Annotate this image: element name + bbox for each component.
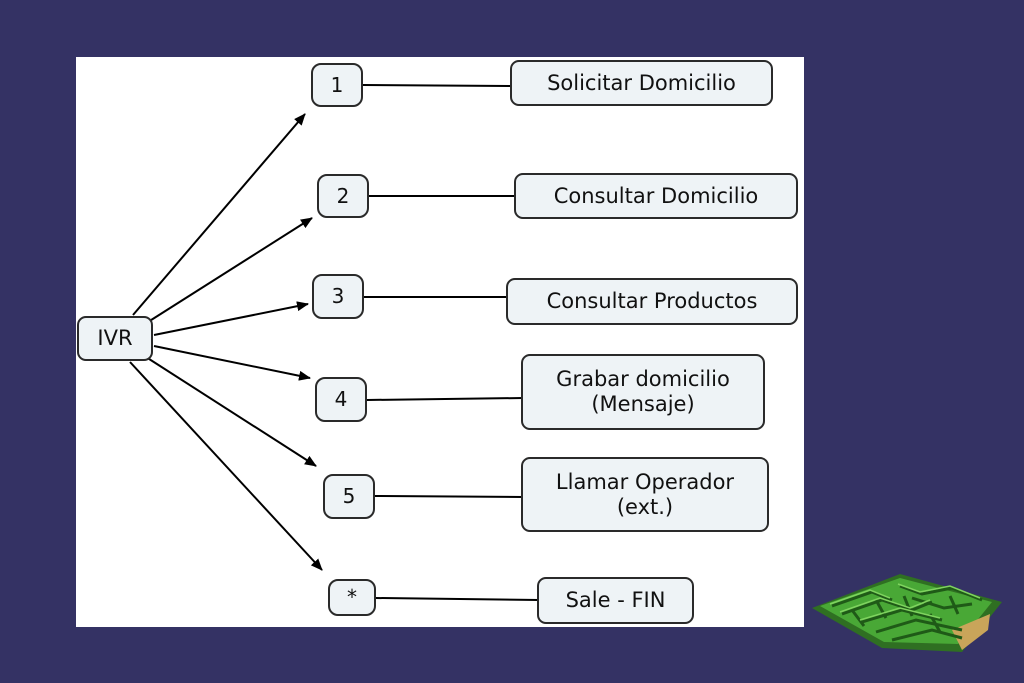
root-node-ivr: IVR — [77, 316, 153, 361]
key-node-5: 5 — [323, 474, 375, 519]
key-node-star: * — [328, 579, 376, 616]
arrow-ivr-to-1 — [132, 113, 306, 316]
connector-5 — [374, 495, 524, 498]
connector-1 — [362, 84, 513, 87]
arrow-ivr-to-star — [129, 361, 323, 571]
arrow-ivr-to-2 — [147, 217, 313, 323]
diagram-panel — [76, 57, 804, 627]
key-node-1: 1 — [311, 63, 363, 107]
key-node-4: 4 — [315, 377, 367, 422]
action-node-llamar-operador: Llamar Operador (ext.) — [521, 457, 769, 532]
action-node-consultar-domicilio: Consultar Domicilio — [514, 173, 798, 219]
arrow-ivr-to-4 — [153, 345, 311, 381]
arrow-ivr-to-3 — [153, 301, 309, 336]
maze-icon — [812, 574, 1002, 652]
action-node-solicitar-domicilio: Solicitar Domicilio — [510, 60, 773, 106]
key-node-2: 2 — [317, 174, 369, 218]
connector-4 — [366, 397, 524, 401]
key-node-3: 3 — [312, 274, 364, 319]
action-node-grabar-domicilio: Grabar domicilio (Mensaje) — [521, 354, 765, 430]
action-node-consultar-productos: Consultar Productos — [506, 278, 798, 325]
action-node-sale-fin: Sale - FIN — [537, 577, 694, 624]
connector-star — [375, 597, 540, 601]
arrow-ivr-to-5 — [145, 356, 317, 467]
